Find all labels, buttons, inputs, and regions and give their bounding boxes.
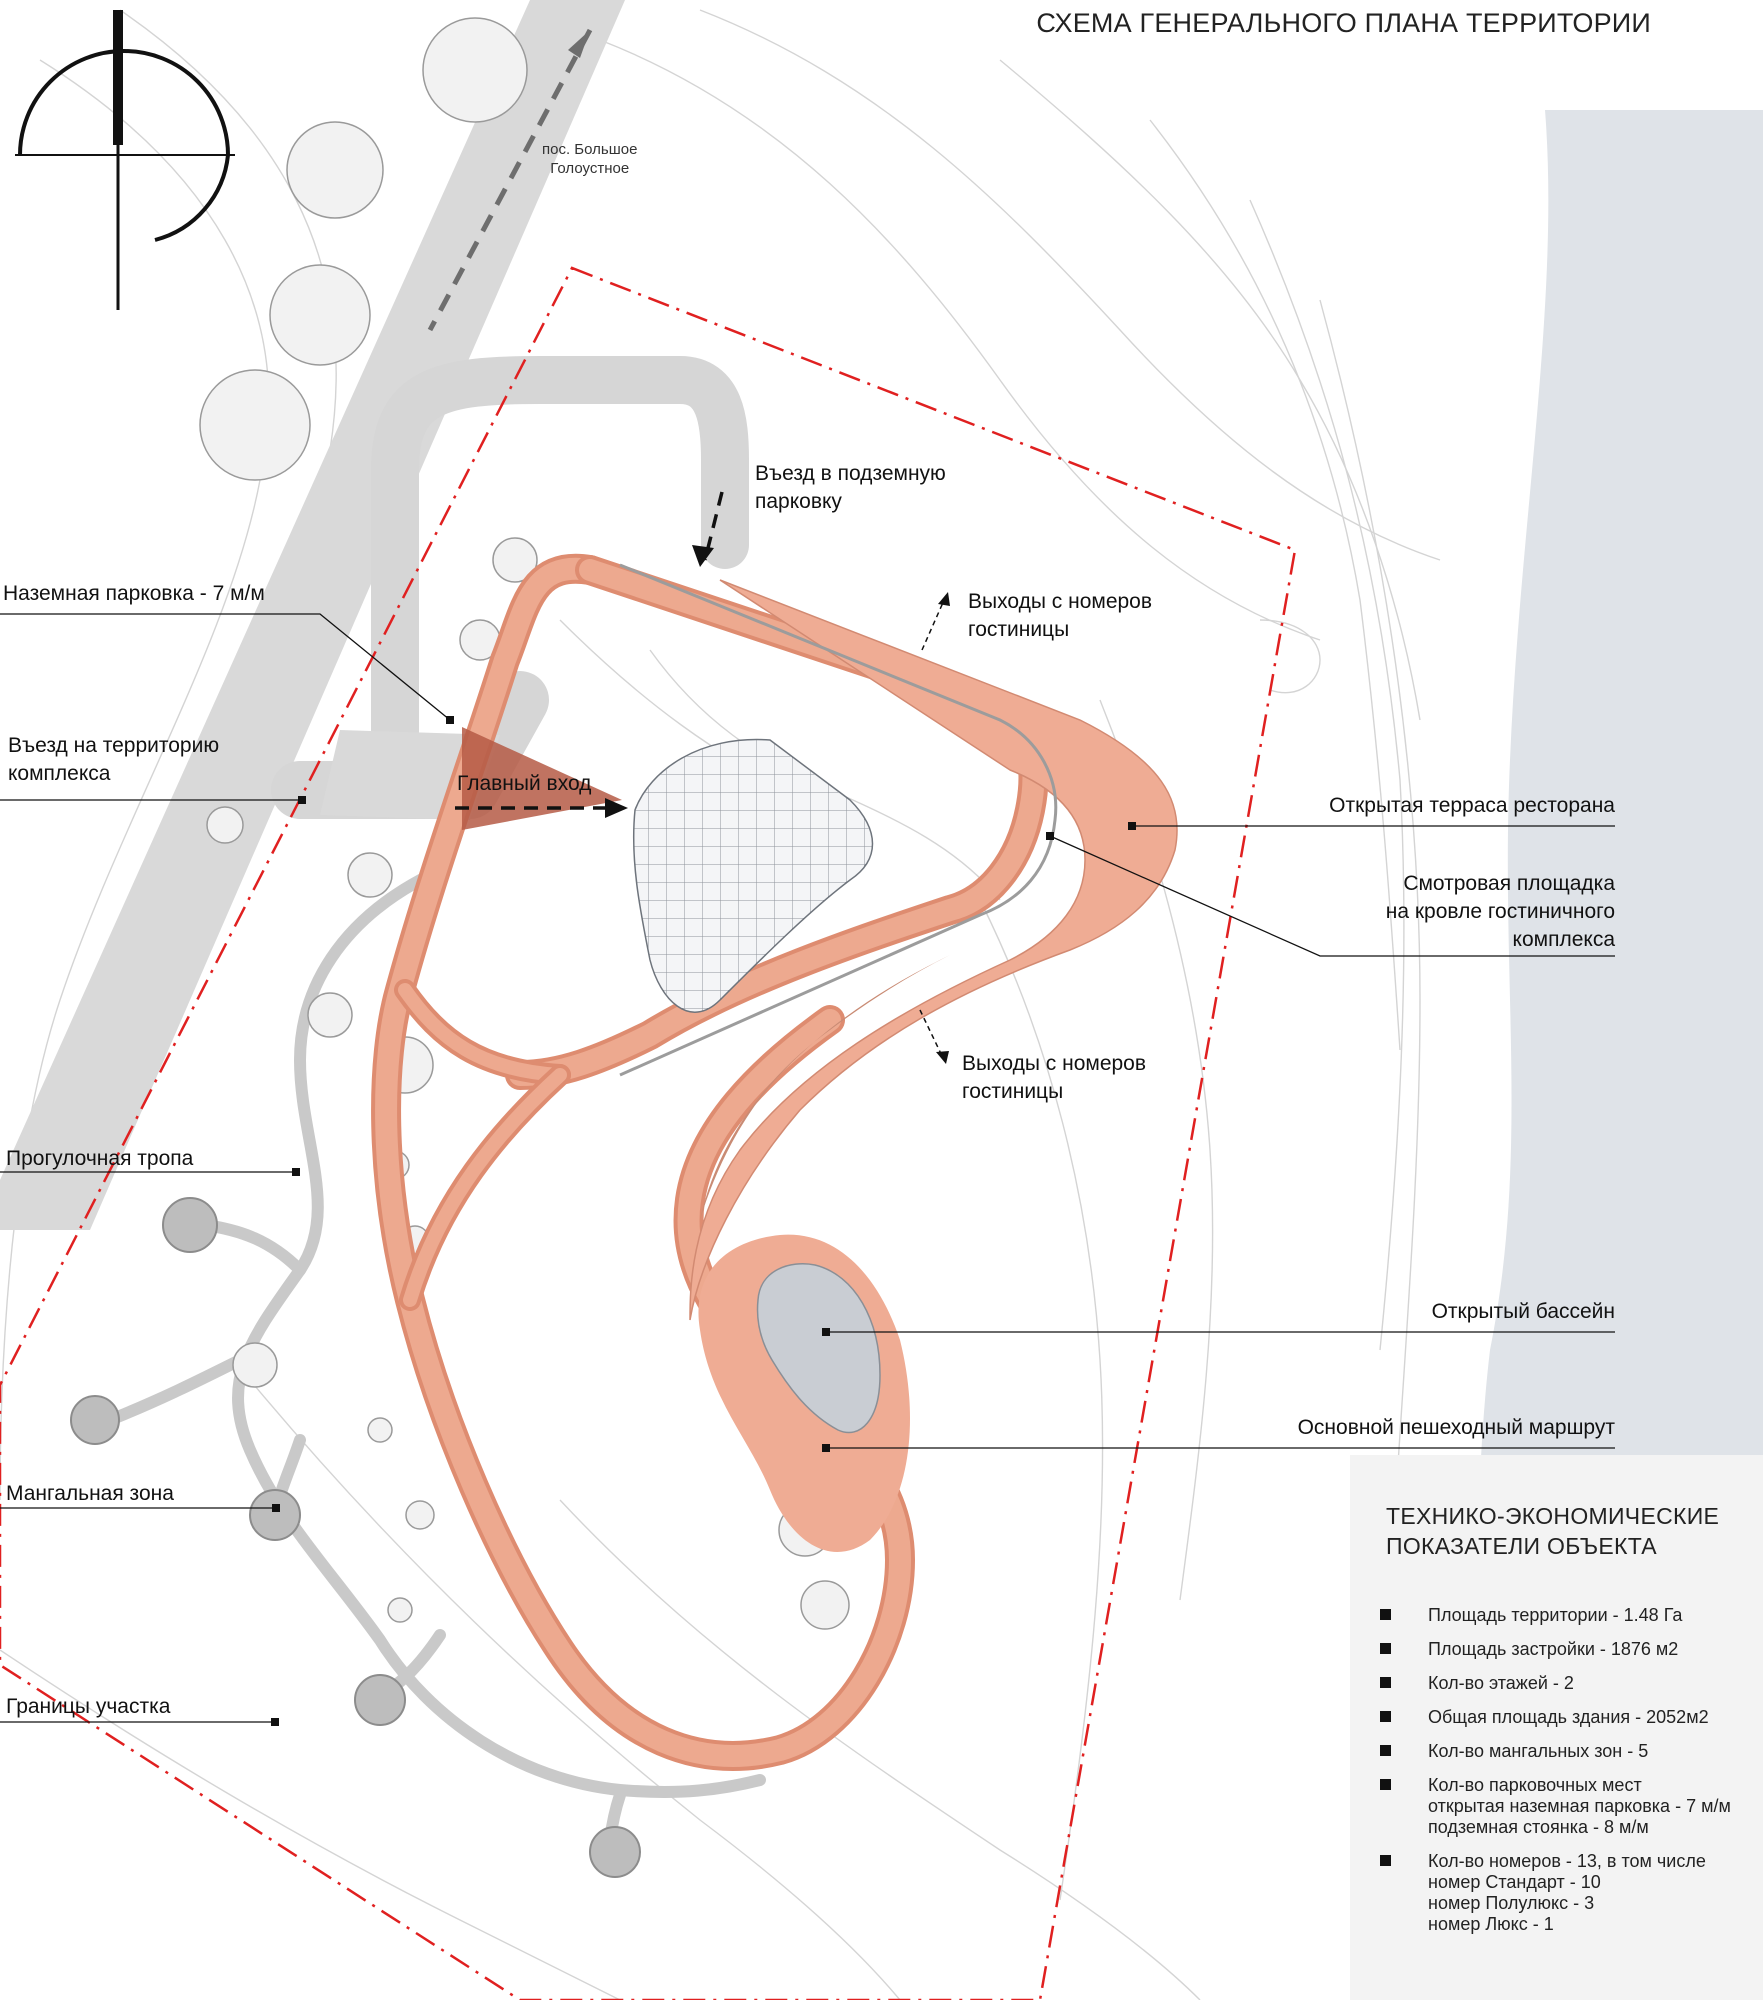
- village-label: пос. Большое Голоустное: [542, 140, 637, 178]
- bullet-icon: [1380, 1779, 1391, 1790]
- exit-arrows: [919, 597, 946, 1059]
- label-line: Главный вход: [457, 772, 592, 795]
- label-room-exits-bottom: Выходы с номеров гостиницы: [962, 1050, 1146, 1106]
- label-line: Выходы с номеров: [968, 590, 1153, 613]
- label-underground-parking-entry: Въезд в подземную парковку: [755, 460, 946, 516]
- tep-item-text: подземная стоянка - 8 м/м: [1428, 1817, 1649, 1837]
- label-line: Открытый бассейн: [1431, 1300, 1615, 1323]
- tep-item: Площадь застройки - 1876 м2: [1380, 1639, 1731, 1660]
- label-line: Мангальная зона: [6, 1482, 174, 1505]
- label-territory-entry: Въезд на территорию комплекса: [8, 732, 219, 788]
- label-main-entrance: Главный вход: [457, 770, 591, 798]
- tep-item: Кол-во этажей - 2: [1380, 1673, 1731, 1694]
- tep-title-line: ТЕХНИКО-ЭКОНОМИЧЕСКИЕ: [1386, 1503, 1720, 1529]
- label-walking-trail: Прогулочная тропа: [6, 1145, 193, 1173]
- arrow-head-parking: [692, 545, 714, 567]
- leader-lines: [0, 613, 1615, 1723]
- label-bbq-zone: Мангальная зона: [6, 1480, 174, 1508]
- arrow-head-entrance: [605, 798, 628, 818]
- label-line: комплекса: [1512, 928, 1615, 951]
- tep-item-text: Общая площадь здания - 2052м2: [1428, 1707, 1709, 1727]
- tep-title-line: ПОКАЗАТЕЛИ ОБЪЕКТА: [1386, 1533, 1657, 1559]
- label-main-pedestrian-route: Основной пешеходный маршрут: [1298, 1414, 1615, 1442]
- label-line: Основной пешеходный маршрут: [1297, 1416, 1615, 1439]
- label-line: Границы участка: [6, 1695, 171, 1718]
- tep-item: Кол-во номеров - 13, в том числе номер С…: [1380, 1851, 1731, 1935]
- bullet-icon: [1380, 1609, 1391, 1620]
- label-restaurant-terrace: Открытая терраса ресторана: [1329, 792, 1615, 820]
- tep-item-text: Кол-во номеров - 13, в том числе: [1428, 1851, 1706, 1871]
- north-arrow: [15, 10, 235, 310]
- tep-item-text: Площадь территории - 1.48 Га: [1428, 1605, 1683, 1625]
- village-label-line: Голоустное: [550, 160, 630, 177]
- tep-item-text: Кол-во мангальных зон - 5: [1428, 1741, 1649, 1761]
- exit-arrow-head-bottom: [936, 1051, 949, 1064]
- page-title: СХЕМА ГЕНЕРАЛЬНОГО ПЛАНА ТЕРРИТОРИИ: [1036, 8, 1651, 38]
- tep-item-text: Кол-во этажей - 2: [1428, 1673, 1574, 1693]
- label-site-borders: Границы участка: [6, 1693, 170, 1721]
- label-line: Въезд в подземную: [755, 462, 946, 485]
- label-line: гостиницы: [968, 618, 1070, 641]
- tep-item-text: номер Люкс - 1: [1428, 1914, 1554, 1934]
- label-surface-parking: Наземная парковка - 7 м/м: [3, 580, 265, 608]
- label-viewing-platform: Смотровая площадка на кровле гостиничног…: [1386, 870, 1615, 954]
- bullet-icon: [1380, 1711, 1391, 1722]
- tep-item-text: Кол-во парковочных мест: [1428, 1775, 1642, 1795]
- label-line: Выходы с номеров: [962, 1052, 1147, 1075]
- glass-atrium: [632, 738, 874, 1013]
- tep-panel: ТЕХНИКО-ЭКОНОМИЧЕСКИЕ ПОКАЗАТЕЛИ ОБЪЕКТА…: [1350, 1455, 1763, 2000]
- tep-list: Площадь территории - 1.48 Га Площадь зас…: [1380, 1605, 1731, 1948]
- tep-item: Общая площадь здания - 2052м2: [1380, 1707, 1731, 1728]
- label-line: Смотровая площадка: [1403, 872, 1615, 895]
- label-line: комплекса: [8, 762, 111, 785]
- restaurant-terrace-shape: [689, 579, 1178, 1321]
- bullet-icon: [1380, 1855, 1391, 1866]
- label-line: на кровле гостиничного: [1385, 900, 1615, 923]
- bullet-icon: [1380, 1745, 1391, 1756]
- tep-item: Кол-во парковочных мест открытая наземна…: [1380, 1775, 1731, 1838]
- tep-item: Кол-во мангальных зон - 5: [1380, 1741, 1731, 1762]
- label-line: гостиницы: [962, 1080, 1064, 1103]
- bullet-icon: [1380, 1677, 1391, 1688]
- tep-item-text: Площадь застройки - 1876 м2: [1428, 1639, 1679, 1659]
- tep-item: Площадь территории - 1.48 Га: [1380, 1605, 1731, 1626]
- exit-arrow-head-top: [938, 592, 950, 606]
- bullet-icon: [1380, 1643, 1391, 1654]
- tep-item-text: открытая наземная парковка - 7 м/м: [1428, 1796, 1731, 1816]
- building-edge-lines: [619, 563, 1058, 1077]
- trees: [199, 17, 850, 1630]
- label-line: Открытая терраса ресторана: [1329, 794, 1615, 817]
- tep-item-text: номер Стандарт - 10: [1428, 1872, 1601, 1892]
- label-line: парковку: [755, 490, 842, 513]
- label-line: Прогулочная тропа: [6, 1147, 194, 1170]
- label-line: Наземная парковка - 7 м/м: [3, 582, 265, 605]
- terrain-contours: [0, 9, 1441, 2000]
- village-label-line: пос. Большое: [542, 141, 638, 158]
- label-outdoor-pool: Открытый бассейн: [1432, 1298, 1615, 1326]
- tep-item-text: номер Полулюкс - 3: [1428, 1893, 1595, 1913]
- leader-dots: [271, 716, 1136, 1726]
- highway: [0, 0, 625, 1230]
- label-room-exits-top: Выходы с номеров гостиницы: [968, 588, 1152, 644]
- pool-water: [756, 1263, 881, 1434]
- bbq-zones: [70, 1197, 641, 1878]
- label-line: Въезд на территорию: [8, 734, 220, 757]
- main-entrance-plaza: [462, 727, 622, 830]
- tep-title: ТЕХНИКО-ЭКОНОМИЧЕСКИЕ ПОКАЗАТЕЛИ ОБЪЕКТА: [1386, 1501, 1719, 1561]
